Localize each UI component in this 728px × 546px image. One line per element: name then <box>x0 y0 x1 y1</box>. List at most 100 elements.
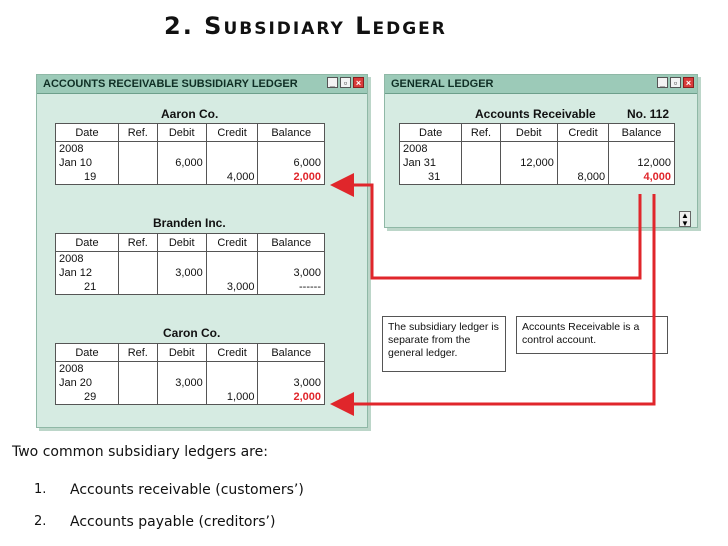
scroll-arrows-icon[interactable]: ▲▼ <box>679 211 691 228</box>
table-cell: 8,000 <box>556 170 610 185</box>
slide-title: 2. Subsidiary Ledger <box>164 12 447 40</box>
col-header: Date <box>55 233 119 252</box>
col-header: Balance <box>257 343 325 362</box>
table-cell <box>117 141 158 156</box>
table-cell: 3,000 <box>205 280 259 295</box>
table-cell: Jan 10 <box>55 156 119 170</box>
note-control-account: Accounts Receivable is a control account… <box>516 316 668 354</box>
table-cell: 4,000 <box>608 170 675 185</box>
table-cell: Jan 12 <box>55 266 119 280</box>
col-header: Debit <box>156 123 207 142</box>
table-cell <box>117 376 158 390</box>
table-cell <box>205 156 259 170</box>
table-row: 2008 <box>55 361 325 376</box>
col-header: Ref. <box>117 343 158 362</box>
gl-account-name: Accounts Receivable <box>475 107 596 121</box>
subsidiary-window-titlebar[interactable]: ACCOUNTS RECEIVABLE SUBSIDIARY LEDGER _ … <box>37 75 367 94</box>
table-cell <box>461 170 501 185</box>
table-cell: 2008 <box>55 361 119 376</box>
table-cell <box>205 141 259 156</box>
table-cell <box>461 156 501 170</box>
table-cell <box>117 361 158 376</box>
col-header: Credit <box>205 123 259 142</box>
table-cell: 1,000 <box>205 390 259 405</box>
col-header: Balance <box>608 123 675 142</box>
table-row: Jan 10 6,000 6,000 <box>55 156 325 170</box>
table-cell <box>205 361 259 376</box>
table-cell: 21 <box>55 280 119 295</box>
table-cell: 2,000 <box>257 390 325 405</box>
general-window-title: GENERAL LEDGER <box>391 78 494 90</box>
table-cell <box>156 280 207 295</box>
table-cell: 29 <box>55 390 119 405</box>
col-header: Credit <box>205 343 259 362</box>
table-row: 21 3,000------ <box>55 280 325 295</box>
col-header: Debit <box>156 233 207 252</box>
table-cell <box>257 251 325 266</box>
table-cell <box>608 141 675 156</box>
table-cell <box>499 141 558 156</box>
col-header: Debit <box>499 123 558 142</box>
table-cell: 3,000 <box>257 266 325 280</box>
table-cell <box>156 251 207 266</box>
table-cell: 4,000 <box>205 170 259 185</box>
subsidiary-ledger-window: ACCOUNTS RECEIVABLE SUBSIDIARY LEDGER _ … <box>36 74 368 428</box>
note-subsidiary-separate: The subsidiary ledger is separate from t… <box>382 316 506 372</box>
table-cell <box>117 390 158 405</box>
bullet-item-text: Accounts receivable (customers’) <box>70 482 304 498</box>
restore-icon[interactable]: ▫ <box>340 77 351 88</box>
table-cell: 2008 <box>398 141 463 156</box>
col-header: Date <box>55 123 119 142</box>
table-cell: 2008 <box>55 141 119 156</box>
table-cell: Jan 20 <box>55 376 119 390</box>
table-cell: 6,000 <box>257 156 325 170</box>
minimize-icon[interactable]: _ <box>327 77 338 88</box>
table-cell <box>205 266 259 280</box>
ledger-title-aaron: Aaron Co. <box>161 107 219 121</box>
col-header: Balance <box>257 233 325 252</box>
table-cell: Jan 31 <box>398 156 463 170</box>
table-cell: 3,000 <box>156 376 207 390</box>
table-cell <box>205 376 259 390</box>
table-cell <box>156 390 207 405</box>
table-row: 2008 <box>55 141 325 156</box>
table-cell <box>257 361 325 376</box>
col-header: Balance <box>257 123 325 142</box>
table-cell: 2,000 <box>257 170 325 185</box>
close-icon[interactable]: × <box>683 77 694 88</box>
general-ledger-window: GENERAL LEDGER _ ▫ × Accounts Receivable… <box>384 74 698 228</box>
table-cell <box>117 170 158 185</box>
minimize-icon[interactable]: _ <box>657 77 668 88</box>
table-cell: 12,000 <box>608 156 675 170</box>
table-cell: 6,000 <box>156 156 207 170</box>
bullet-item-text: Accounts payable (creditors’) <box>70 514 276 530</box>
col-header: Credit <box>205 233 259 252</box>
table-cell: ------ <box>257 280 325 295</box>
col-header: Ref. <box>117 233 158 252</box>
general-window-titlebar[interactable]: GENERAL LEDGER _ ▫ × <box>385 75 697 94</box>
ledger-title-branden: Branden Inc. <box>153 216 226 230</box>
table-cell <box>117 156 158 170</box>
restore-icon[interactable]: ▫ <box>670 77 681 88</box>
table-row: 2008 <box>398 141 675 156</box>
table-cell <box>156 141 207 156</box>
table-cell <box>117 280 158 295</box>
table-cell <box>205 251 259 266</box>
close-icon[interactable]: × <box>353 77 364 88</box>
bullet-number: 1. <box>34 482 47 497</box>
table-cell <box>257 141 325 156</box>
table-cell <box>156 170 207 185</box>
table-cell <box>156 361 207 376</box>
subsidiary-window-title: ACCOUNTS RECEIVABLE SUBSIDIARY LEDGER <box>43 78 298 90</box>
table-cell: 2008 <box>55 251 119 266</box>
table-cell <box>117 266 158 280</box>
